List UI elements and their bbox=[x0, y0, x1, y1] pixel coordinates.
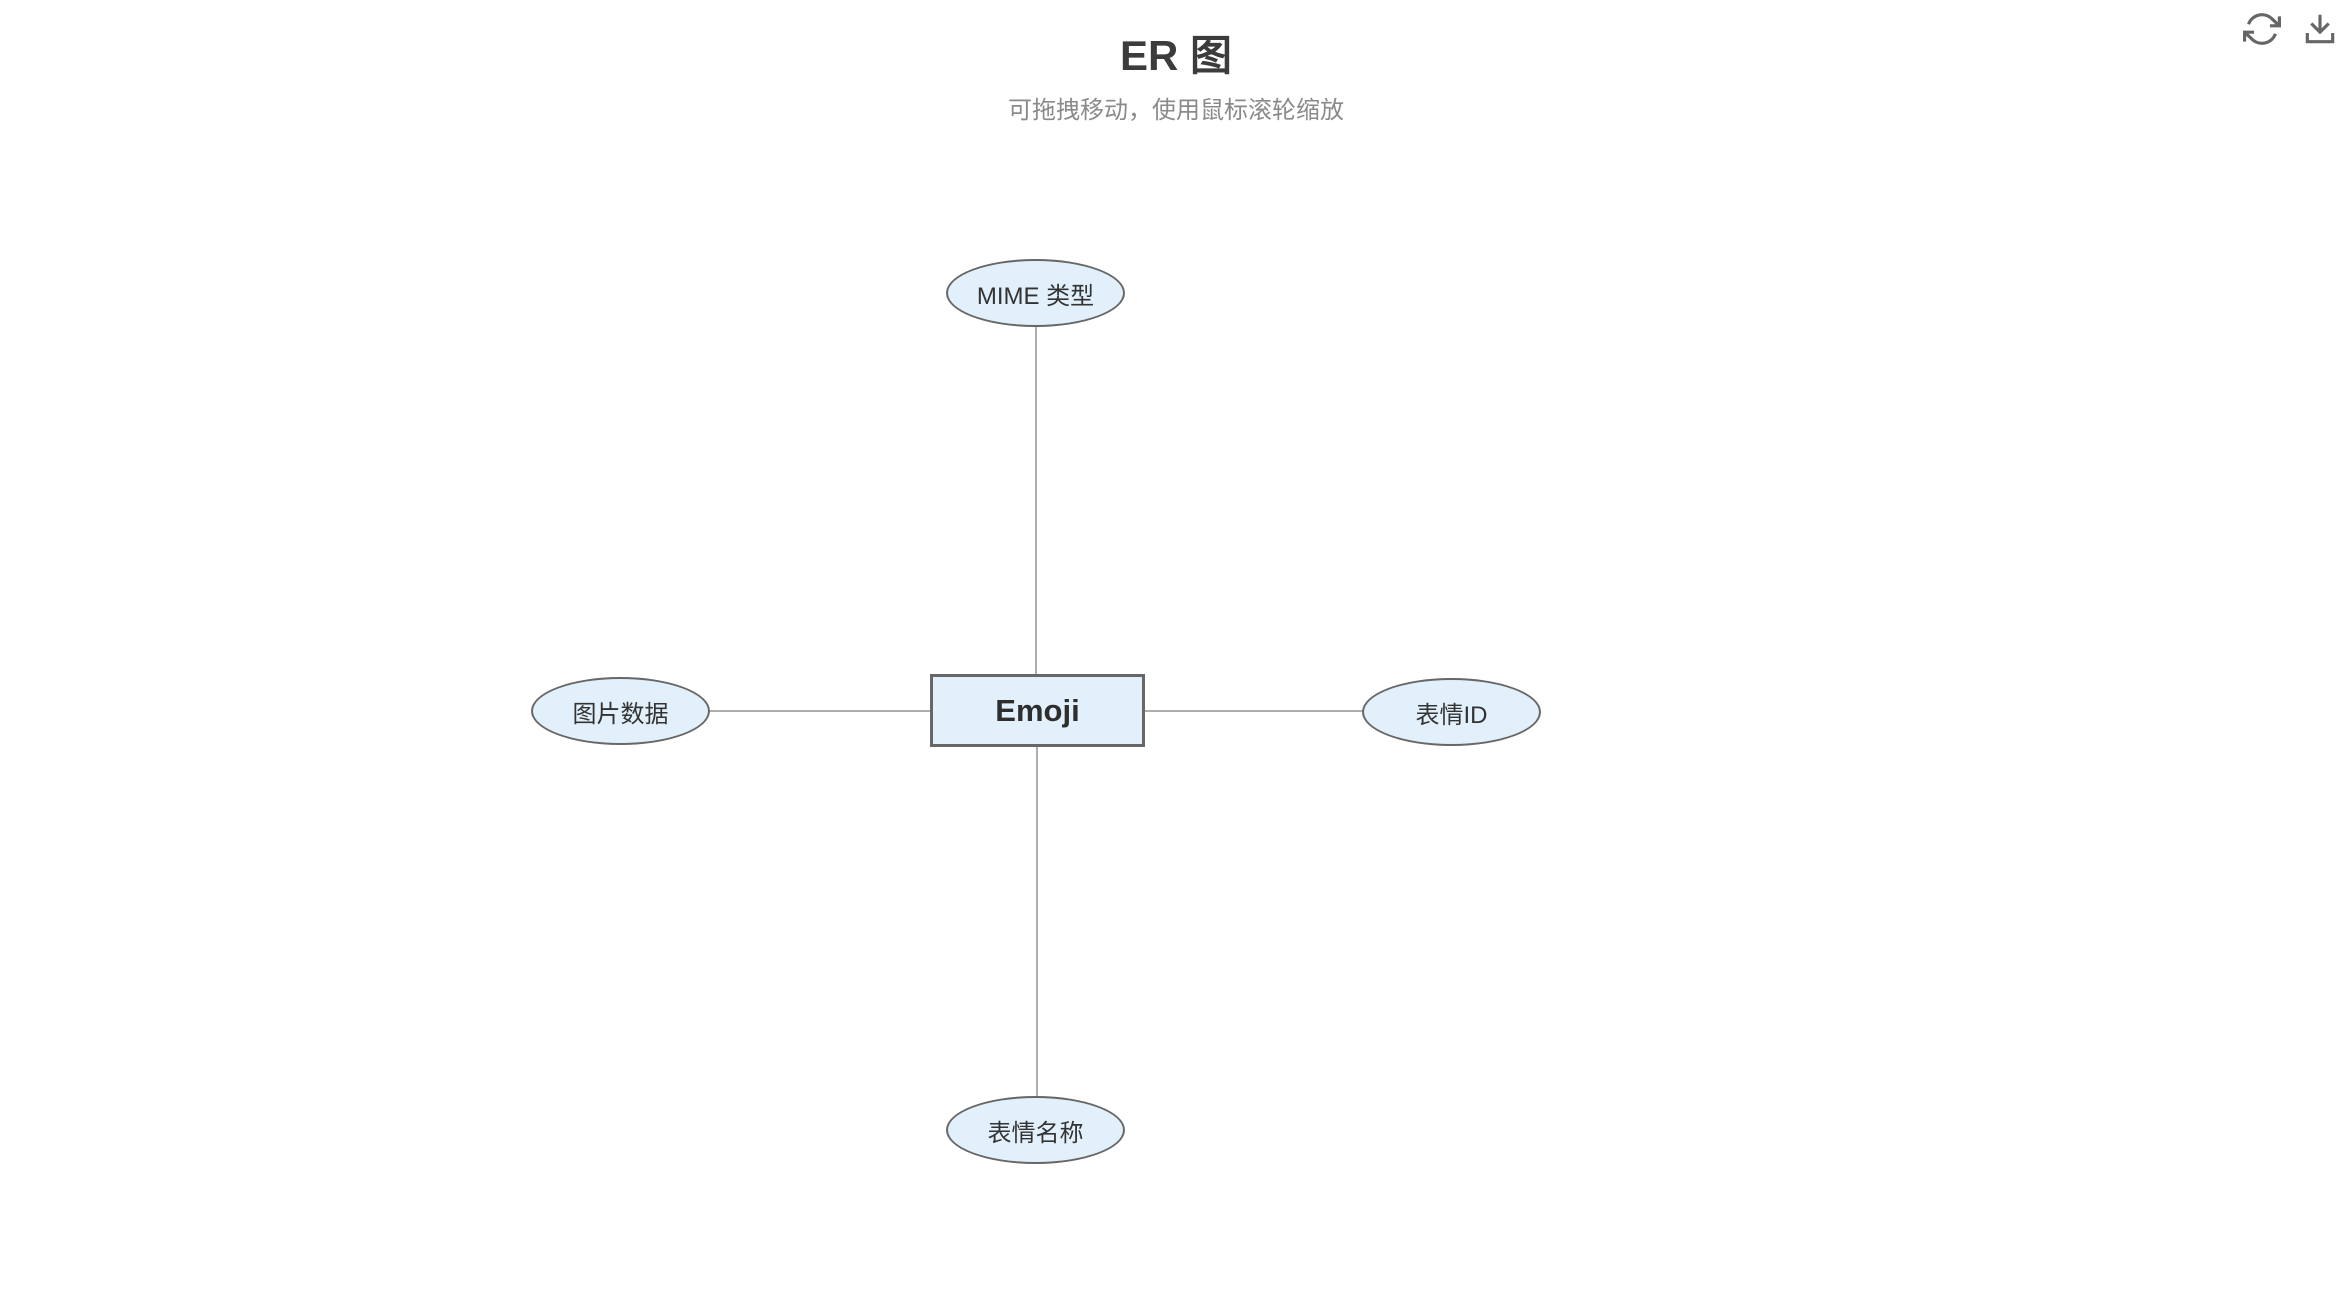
entity-label: Emoji bbox=[995, 692, 1080, 728]
attribute-label: 表情ID bbox=[1415, 701, 1488, 729]
connector-entity-to-image-data bbox=[710, 710, 931, 712]
attribute-node-image-data[interactable]: 图片数据 bbox=[531, 677, 710, 745]
refresh-button[interactable] bbox=[2242, 10, 2282, 50]
attribute-label: 图片数据 bbox=[572, 700, 669, 728]
connector-entity-to-emoji-name bbox=[1036, 746, 1038, 1097]
page-subtitle: 可拖拽移动，使用鼠标滚轮缩放 bbox=[1008, 97, 1344, 124]
attribute-node-mime-type[interactable]: MIME 类型 bbox=[946, 259, 1125, 327]
attribute-node-emoji-id[interactable]: 表情ID bbox=[1362, 678, 1541, 746]
download-button[interactable] bbox=[2300, 10, 2340, 50]
entity-node-emoji[interactable]: Emoji bbox=[930, 674, 1145, 747]
connector-entity-to-mime-type bbox=[1035, 327, 1037, 674]
attribute-node-emoji-name[interactable]: 表情名称 bbox=[946, 1096, 1125, 1164]
download-icon bbox=[2301, 10, 2339, 51]
page-title: ER 图 bbox=[1119, 32, 1232, 79]
toolbar bbox=[2242, 10, 2340, 50]
refresh-icon bbox=[2243, 10, 2281, 51]
attribute-label: MIME 类型 bbox=[976, 282, 1095, 310]
attribute-label: 表情名称 bbox=[987, 1119, 1084, 1147]
connector-entity-to-emoji-id bbox=[1144, 710, 1364, 712]
